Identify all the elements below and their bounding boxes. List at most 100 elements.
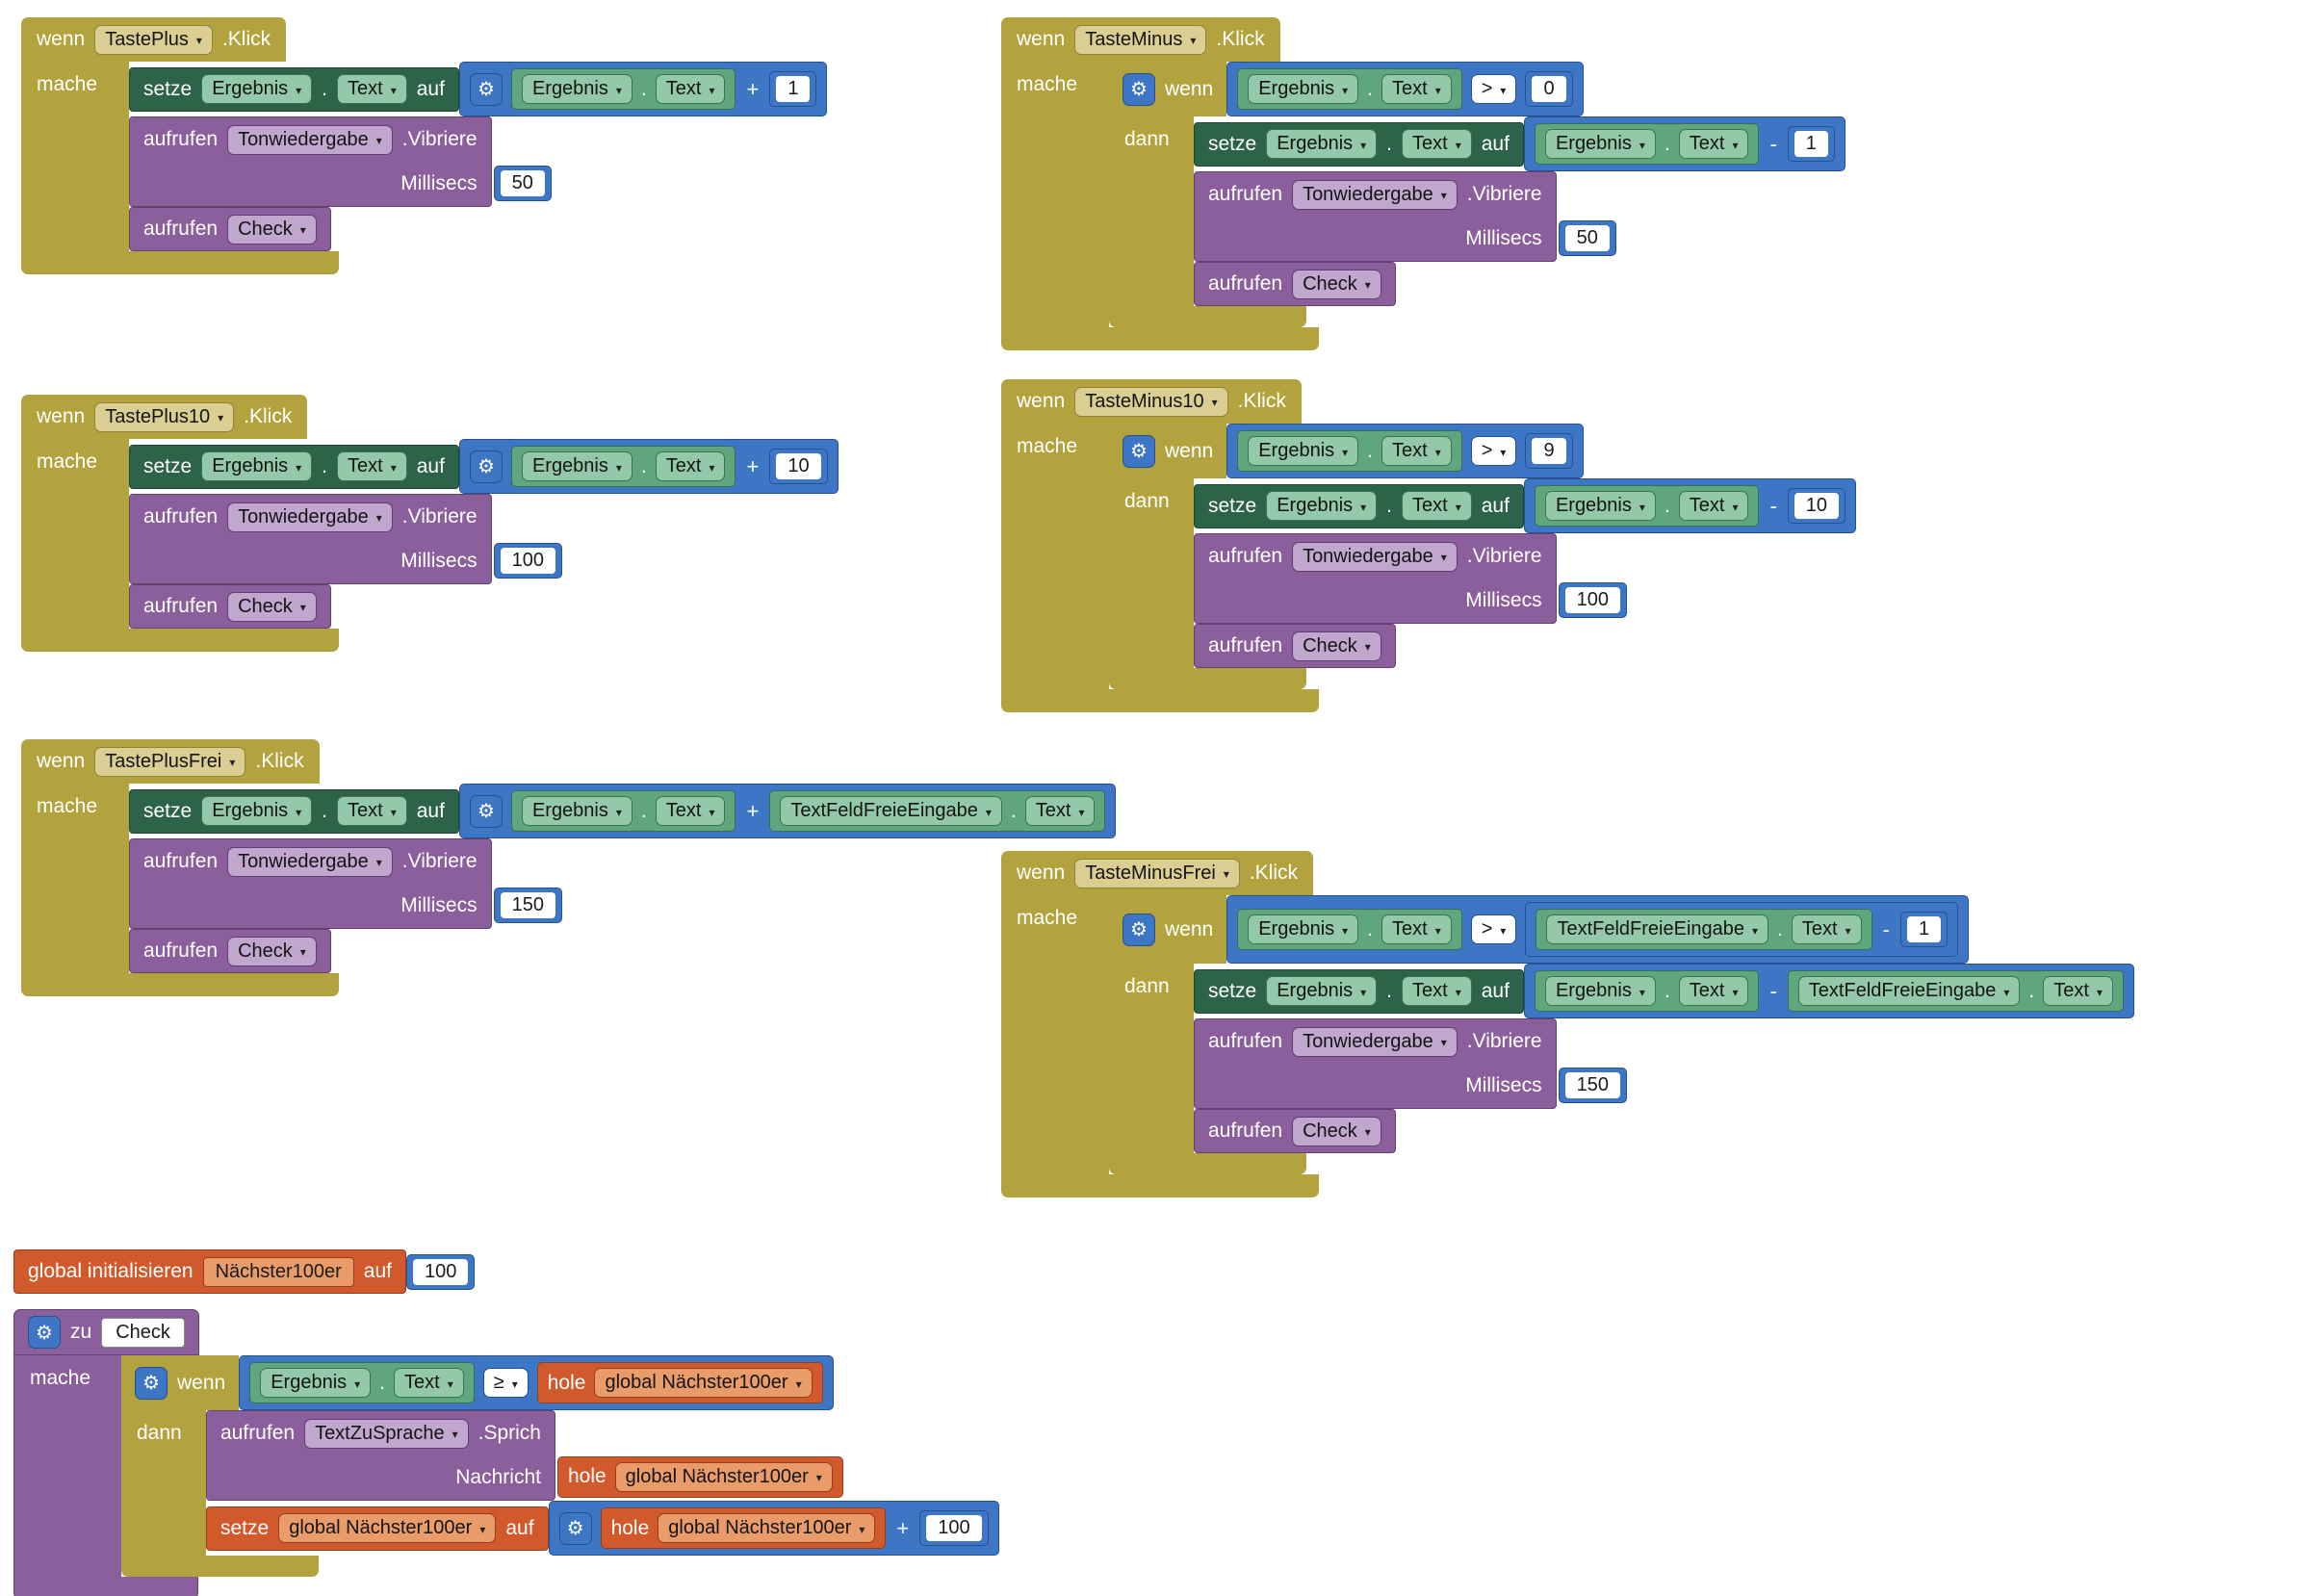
property-dropdown[interactable]: Text▾ [1791,914,1862,944]
number-field[interactable]: 150 [1564,1071,1620,1098]
number-block[interactable]: 100 [1558,581,1627,618]
get-ergebnis-text-block[interactable]: Ergebnis▾ . Text▾ [510,68,736,110]
procedure-dropdown[interactable]: Check▾ [227,214,317,245]
call-check-statement[interactable]: aufrufen Check▾ [1194,262,1396,306]
call-vibrate-block[interactable]: aufrufen Tonwiedergabe▾ .Vibriere Millis… [129,494,492,584]
procedure-check-block[interactable]: ⚙ zu Check mache ⚙ wenn Ergebnis▾ [13,1309,999,1596]
property-dropdown[interactable]: Text▾ [655,451,726,481]
number-field[interactable]: 100 [1564,586,1620,613]
component-dropdown[interactable]: Tonwiedergabe▾ [227,846,393,877]
setter-block[interactable]: setze Ergebnis▾ . Text▾ auf [129,444,459,489]
call-check-block[interactable]: aufrufen Check▾ [1194,1109,1396,1153]
mutator-gear-icon[interactable]: ⚙ [1123,72,1155,106]
property-dropdown[interactable]: Text▾ [1678,491,1749,521]
set-property-statement[interactable]: setze Ergebnis▾ . Text▾ auf Ergebnis▾ [1194,116,1845,171]
number-block[interactable]: 150 [1558,1067,1627,1103]
call-vibrate-statement[interactable]: aufrufen Tonwiedergabe▾ .Vibriere Millis… [129,494,562,584]
set-property-statement[interactable]: setze Ergebnis▾ . Text▾ auf Ergebnis▾ [1194,478,1857,533]
property-dropdown[interactable]: Text▾ [1402,491,1472,521]
math-add-block[interactable]: ⚙ Ergebnis▾ . Text▾ + 1 [458,62,828,116]
component-dropdown[interactable]: Ergebnis▾ [1266,129,1378,159]
number-field[interactable]: 9 [1532,438,1566,464]
variable-dropdown[interactable]: global Nächster100er▾ [658,1513,876,1543]
set-global-statement[interactable]: setze global Nächster100er▾ auf ⚙ hole g… [206,1501,999,1556]
set-property-statement[interactable]: setze Ergebnis▾ . Text▾ auf ⚙ Ergebnis▾ … [129,62,828,116]
event-component-dropdown[interactable]: TastePlus10▾ [94,401,235,432]
mutator-gear-icon[interactable]: ⚙ [469,72,503,106]
number-field[interactable]: 50 [500,169,545,196]
get-ergebnis-text-block[interactable]: Ergebnis▾ . Text▾ [510,446,736,487]
call-check-statement[interactable]: aufrufen Check▾ [129,207,331,251]
comparison-block[interactable]: Ergebnis▾ . Text▾ >▾ TextFeldFreieEingab… [1226,895,1970,964]
get-global-variable-block[interactable]: hole global Nächster100er▾ [556,1455,843,1498]
event-component-dropdown[interactable]: TasteMinus▾ [1074,24,1207,55]
procedure-name-field[interactable]: Check [101,1317,185,1348]
comparison-operator-dropdown[interactable]: >▾ [1470,914,1517,944]
math-subtract-block[interactable]: TextFeldFreieEingabe▾ . Text▾ - 1 [1525,902,1959,957]
call-vibrate-block[interactable]: aufrufen Tonwiedergabe▾ .Vibriere Millis… [129,838,492,929]
variable-dropdown[interactable]: global Nächster100er▾ [614,1461,833,1492]
number-block[interactable]: 10 [769,449,828,484]
event-component-dropdown[interactable]: TastePlusFrei▾ [94,746,246,777]
component-dropdown[interactable]: TextFeldFreieEingabe▾ [1797,976,2021,1006]
number-field[interactable]: 1 [1906,916,1942,942]
property-dropdown[interactable]: Text▾ [1402,976,1472,1006]
component-dropdown[interactable]: Ergebnis▾ [1544,976,1656,1006]
comparison-block[interactable]: Ergebnis▾ . Text▾ >▾ 0 [1226,62,1584,116]
procedure-dropdown[interactable]: Check▾ [227,936,317,966]
property-dropdown[interactable]: Text▾ [2043,976,2113,1006]
comparison-block[interactable]: Ergebnis▾ . Text▾ >▾ 9 [1226,424,1584,478]
event-component-dropdown[interactable]: TasteMinus10▾ [1074,386,1228,417]
setter-block[interactable]: setze Ergebnis▾ . Text▾ auf [129,788,459,834]
event-block-tasteplus[interactable]: wenn TastePlus▾ .Klick mache setze Ergeb… [21,17,828,274]
call-vibrate-statement[interactable]: aufrufen Tonwiedergabe▾ .Vibriere Millis… [1194,533,1627,624]
number-block[interactable]: 100 [406,1253,476,1290]
if-header[interactable]: ⚙ wenn [1109,62,1227,116]
component-dropdown[interactable]: Ergebnis▾ [1544,491,1656,521]
component-dropdown[interactable]: Ergebnis▾ [1248,436,1359,466]
math-subtract-block[interactable]: Ergebnis▾ . Text▾ - TextFeldFreieEingabe… [1523,964,2134,1018]
call-vibrate-block[interactable]: aufrufen Tonwiedergabe▾ .Vibriere Millis… [1194,1018,1557,1109]
get-ergebnis-text-block[interactable]: Ergebnis▾ . Text▾ [1534,485,1760,527]
if-block[interactable]: ⚙ wenn Ergebnis▾ . Text▾ >▾ [1109,895,2134,1174]
math-subtract-block[interactable]: Ergebnis▾ . Text▾ - 1 [1523,116,1845,171]
math-add-block[interactable]: ⚙ Ergebnis▾ . Text▾ + 10 [458,439,839,494]
component-dropdown[interactable]: Ergebnis▾ [201,451,313,481]
number-field[interactable]: 150 [500,891,555,918]
property-dropdown[interactable]: Text▾ [655,74,726,104]
set-property-statement[interactable]: setze Ergebnis▾ . Text▾ auf ⚙ Ergebnis▾ … [129,784,1117,838]
event-block-tasteminus10[interactable]: wenn TasteMinus10▾ .Klick mache ⚙ wenn E… [1001,379,1857,712]
procedure-dropdown[interactable]: Check▾ [1292,1116,1381,1146]
number-field[interactable]: 1 [1794,131,1828,157]
number-field[interactable]: 50 [1564,224,1610,251]
setter-block[interactable]: setze Ergebnis▾ . Text▾ auf [1194,483,1524,528]
comparison-operator-dropdown[interactable]: >▾ [1470,74,1517,104]
property-dropdown[interactable]: Text▾ [655,796,726,826]
get-textfeld-text-block[interactable]: TextFeldFreieEingabe▾ . Text▾ [1787,970,2124,1012]
get-textfeld-text-block[interactable]: TextFeldFreieEingabe▾ . Text▾ [1536,909,1872,950]
get-ergebnis-text-block[interactable]: Ergebnis▾ . Text▾ [249,1362,475,1403]
number-field[interactable]: 100 [500,547,555,574]
if-header[interactable]: ⚙ wenn [1109,895,1227,964]
call-vibrate-block[interactable]: aufrufen Tonwiedergabe▾ .Vibriere Millis… [1194,171,1557,262]
global-init-block[interactable]: global initialisieren Nächster100er auf … [13,1249,476,1294]
comparison-operator-dropdown[interactable]: >▾ [1470,436,1517,466]
number-field[interactable]: 100 [413,1258,469,1285]
property-dropdown[interactable]: Text▾ [394,1368,464,1398]
variable-dropdown[interactable]: global Nächster100er▾ [594,1368,813,1398]
number-block[interactable]: 9 [1525,433,1573,469]
if-block[interactable]: ⚙ wenn Ergebnis▾ . Text▾ >▾ 9 [1109,424,1857,689]
if-block[interactable]: ⚙ wenn Ergebnis▾ . Text▾ >▾ 0 [1109,62,1845,327]
setter-block[interactable]: setze Ergebnis▾ . Text▾ auf [1194,968,1524,1014]
number-field[interactable]: 10 [776,453,821,479]
call-check-block[interactable]: aufrufen Check▾ [1194,624,1396,668]
property-dropdown[interactable]: Text▾ [1381,436,1452,466]
call-check-statement[interactable]: aufrufen Check▾ [1194,1109,1396,1153]
variable-dropdown[interactable]: global Nächster100er▾ [278,1513,497,1543]
component-dropdown[interactable]: Tonwiedergabe▾ [227,502,393,532]
number-block[interactable]: 1 [1899,912,1949,947]
variable-name-field[interactable]: Nächster100er [202,1256,354,1287]
number-field[interactable]: 10 [1794,493,1840,519]
comparison-operator-dropdown[interactable]: ≥▾ [482,1368,529,1398]
math-add-block[interactable]: ⚙ Ergebnis▾ . Text▾ + TextFeldFreieEinga… [458,784,1117,838]
